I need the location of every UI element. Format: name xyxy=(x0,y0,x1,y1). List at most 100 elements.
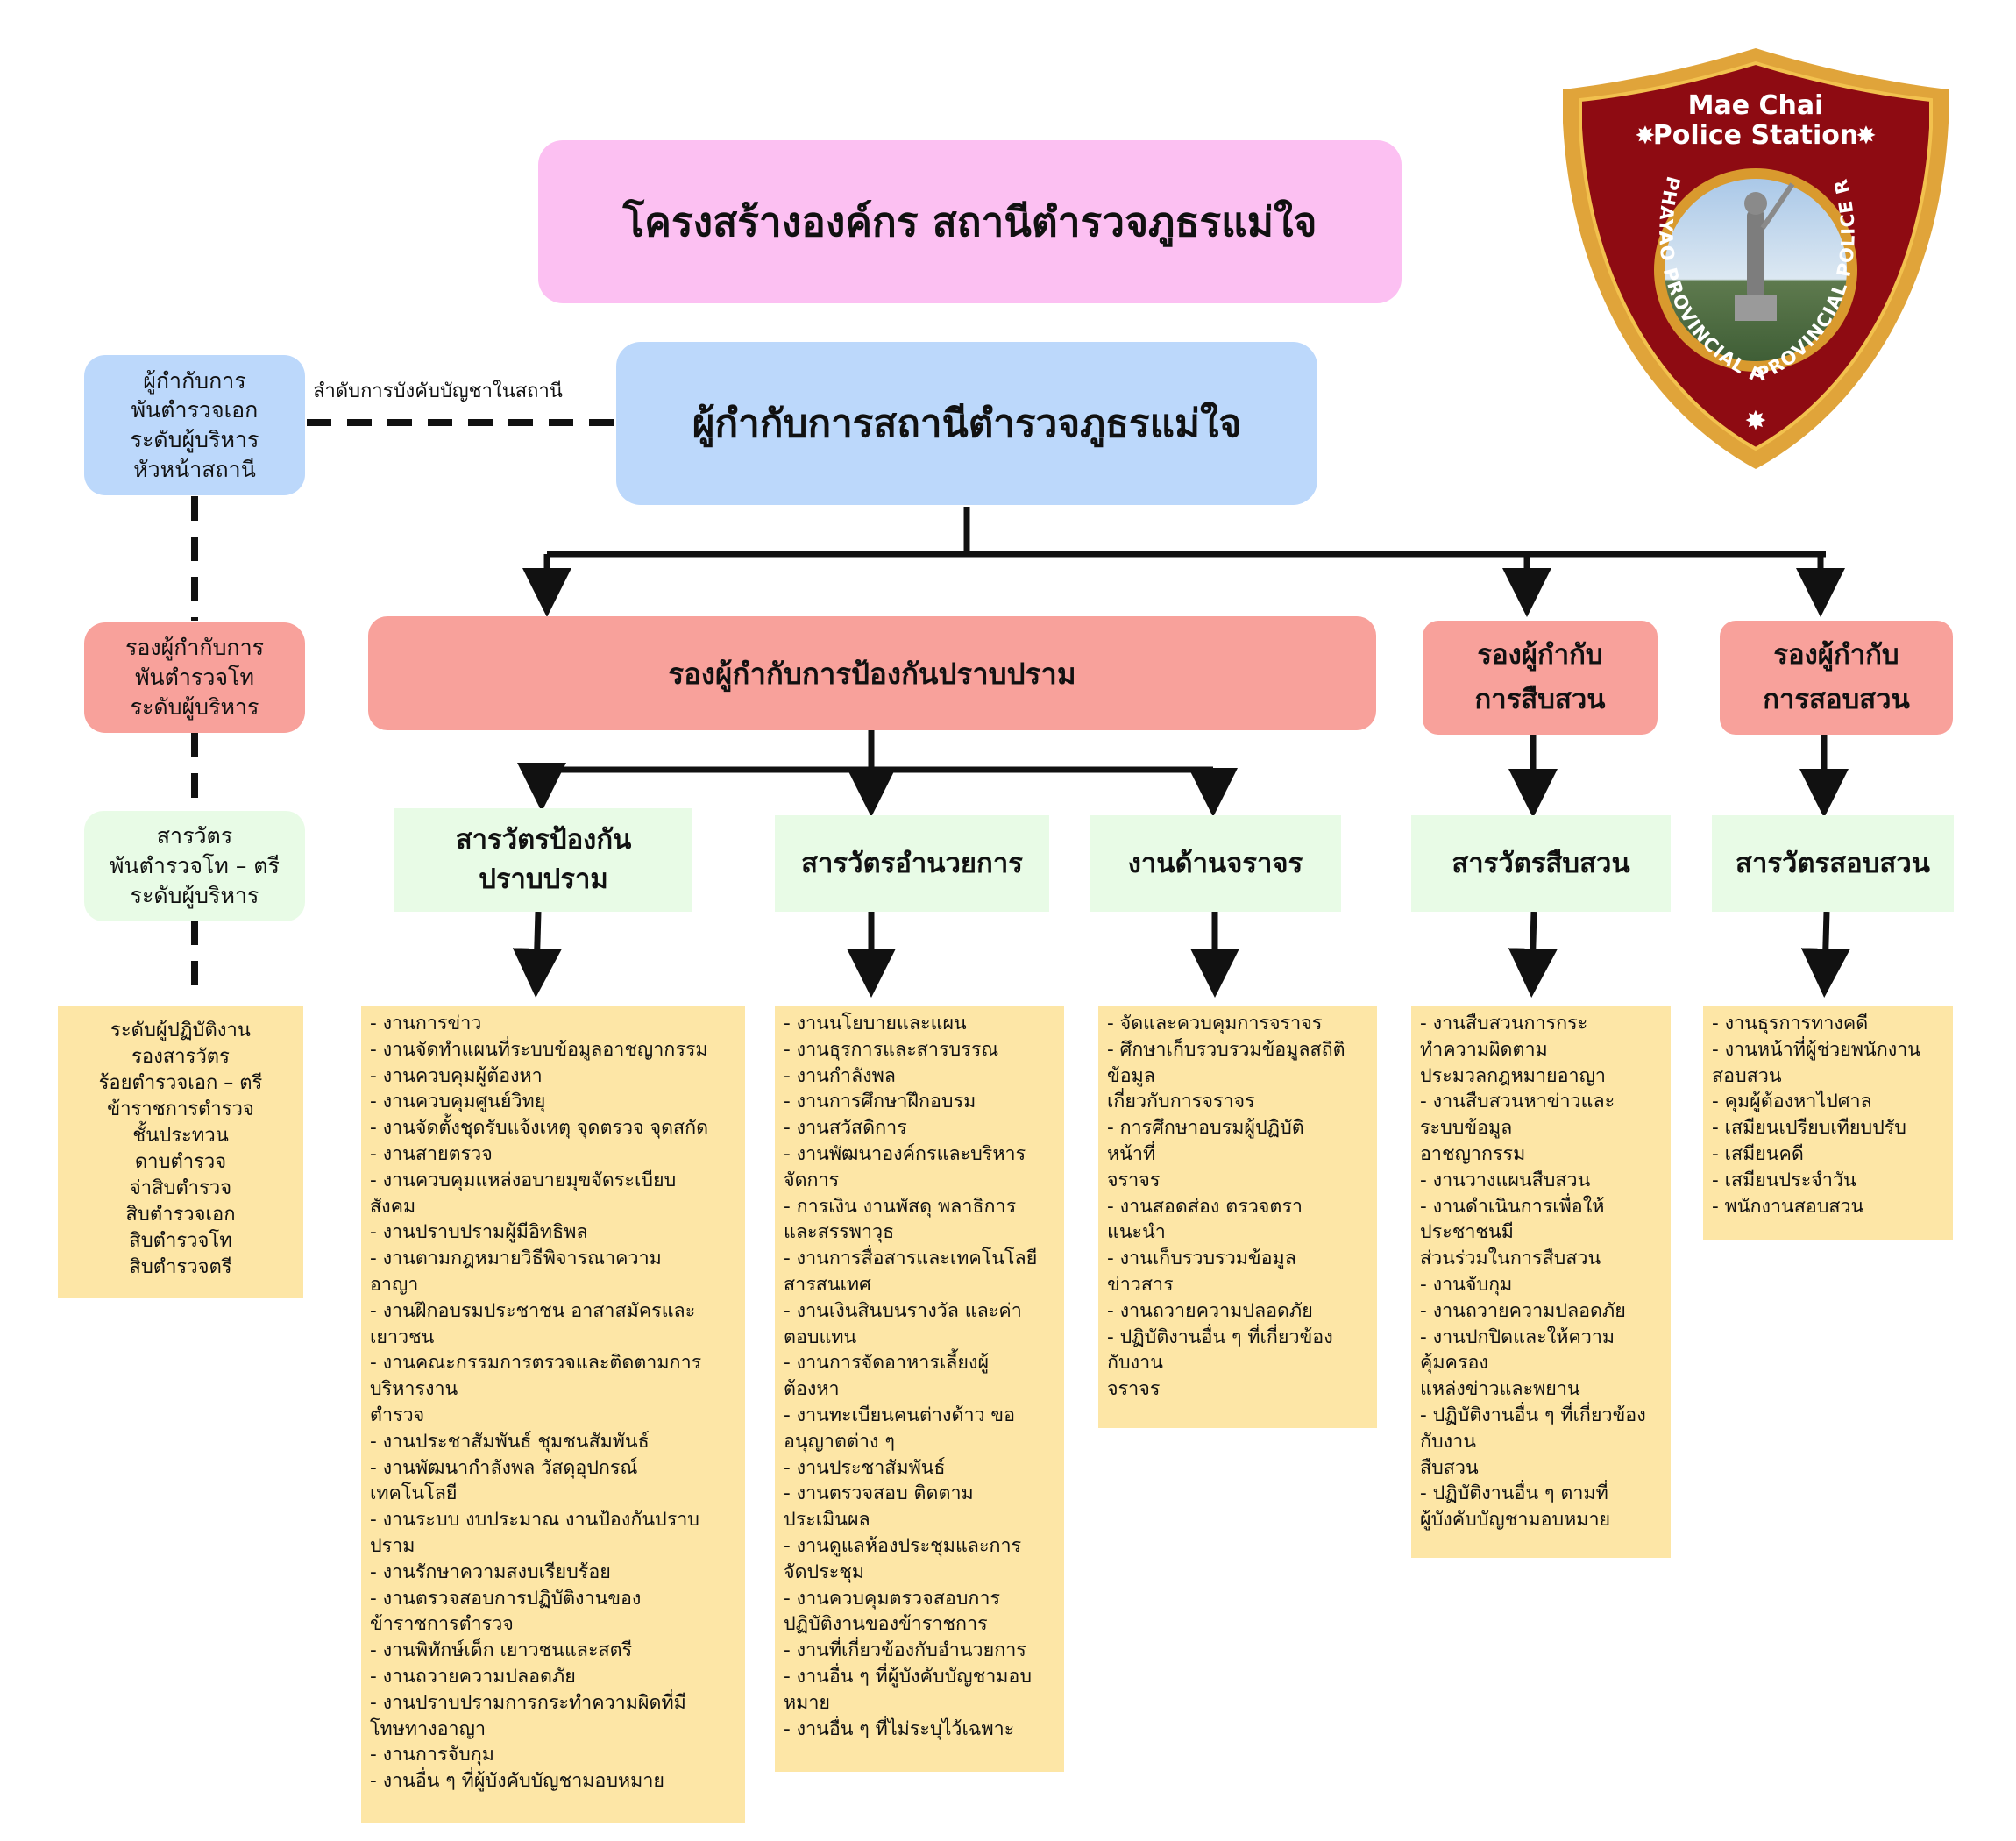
duty-item: สืบสวน xyxy=(1420,1456,1479,1479)
duty-item: - งานสอดส่อง ตรวจตรา xyxy=(1107,1195,1303,1218)
side-level1-line: ระดับผู้บริหาร xyxy=(130,427,259,452)
duty-item: - งานสืบสวนการกระ xyxy=(1420,1013,1588,1034)
duty-item: ประเมินผล xyxy=(784,1509,870,1532)
inspector-prevention-box: สารวัตรป้องกัน ปราบปราม xyxy=(394,808,692,912)
duty-item: อาชญากรรม xyxy=(1420,1142,1526,1165)
arrow-to-investigation-duties xyxy=(1508,911,1558,998)
duty-item: - งานหน้าที่ผู้ช่วยพนักงาน xyxy=(1712,1038,1920,1061)
inspector-investigation-box: สารวัตรสืบสวน xyxy=(1411,815,1671,912)
duty-item: ข้อมูล xyxy=(1107,1064,1155,1087)
duty-item: - งานอื่น ๆ ที่ผู้บังคับบัญชามอบ xyxy=(784,1665,1032,1688)
side-level1-line: หัวหน้าสถานี xyxy=(133,456,256,482)
duty-item: - งานจัดตั้งชุดรับแจ้งเหตุ จุดตรวจ จุดสก… xyxy=(370,1117,709,1140)
duty-item: - งานประชาสัมพันธ์ ชุมชนสัมพันธ์ xyxy=(370,1430,650,1453)
duty-item: - การศึกษาอบรมผู้ปฏิบัติ xyxy=(1107,1117,1304,1140)
duty-item: อาญา xyxy=(370,1273,419,1296)
duty-item: ประชาชนมี xyxy=(1420,1221,1514,1244)
duties-traffic: - จัดและควบคุมการจราจร - ศึกษาเก็บรวบรวมข… xyxy=(1098,1006,1377,1428)
duty-item: - งานการสื่อสารและเทคโนโลยี xyxy=(784,1247,1038,1270)
duty-item: - งานกำลังพล xyxy=(784,1064,896,1087)
side-level4-line: ร้อยตำรวจเอก – ตรี xyxy=(98,1072,263,1094)
duty-item: - งานระบบ งบประมาณ งานป้องกันปราบ xyxy=(370,1509,699,1532)
duty-item: แหล่งข่าวและพยาน xyxy=(1420,1378,1580,1401)
page-title: โครงสร้างองค์กร สถานีตำรวจภูธรแม่ใจ xyxy=(538,140,1402,303)
duty-item: คุ้มครอง xyxy=(1420,1352,1488,1375)
duty-item: บริหารงาน xyxy=(370,1378,458,1401)
deputy-prevention-box: รองผู้กำกับการป้องกันปราบปราม xyxy=(368,616,1376,730)
duty-item: เกี่ยวกับการจราจร xyxy=(1107,1091,1255,1113)
duty-item: - งานถวายความปลอดภัย xyxy=(1107,1299,1313,1322)
duty-item: - งานพัฒนากำลังพล วัสดุอุปกรณ์ xyxy=(370,1456,638,1479)
duty-item: ปราม xyxy=(370,1534,415,1557)
duty-item: จัดประชุม xyxy=(784,1560,865,1583)
duty-item: - จัดและควบคุมการจราจร xyxy=(1107,1013,1323,1034)
duty-item: - งานนโยบายและแผน xyxy=(784,1013,967,1034)
traffic-box: งานด้านจราจร xyxy=(1090,815,1341,912)
duty-item: - พนักงานสอบสวน xyxy=(1712,1195,1864,1218)
duty-item: - งานปราบปรามผู้มีอิทธิพล xyxy=(370,1221,588,1244)
duty-item: - เสมียนประจำวัน xyxy=(1712,1169,1856,1191)
duty-item: - งานตรวจสอบการปฏิบัติงานของ xyxy=(370,1587,642,1610)
star-icon: ✸ xyxy=(1744,406,1766,437)
duty-item: - งานตรวจสอบ ติดตาม xyxy=(784,1482,974,1505)
side-level3-line: ระดับผู้บริหาร xyxy=(130,882,259,908)
duty-item: - ปฏิบัติงานอื่น ๆ ตามที่ xyxy=(1420,1482,1608,1505)
duty-item: - การเงิน งานพัสดุ พลาธิการ xyxy=(784,1195,1017,1218)
duties-admin: - งานนโยบายและแผน - งานธุรการและสารบรรณ - … xyxy=(775,1006,1064,1772)
duty-item: ข่าวสาร xyxy=(1107,1273,1174,1296)
duty-item: จราจร xyxy=(1107,1378,1161,1401)
duty-item: - ศึกษาเก็บรวบรวมข้อมูลสถิติ xyxy=(1107,1038,1345,1061)
duty-item: - งานควบคุมตรวจสอบการ xyxy=(784,1587,1001,1610)
duty-item: ต้องหา xyxy=(784,1378,840,1401)
duty-item: ข้าราชการตำรวจ xyxy=(370,1613,514,1636)
duty-item: กับงาน xyxy=(1107,1352,1163,1375)
duty-item: - งานเก็บรวบรวมข้อมูล xyxy=(1107,1247,1296,1270)
side-level-operational: ระดับผู้ปฏิบัติงาน รองสารวัตร ร้อยตำรวจเ… xyxy=(58,1006,303,1298)
duty-item: และสรรพาวุธ xyxy=(784,1221,895,1244)
duty-item: - งานสืบสวนหาข่าวและ xyxy=(1420,1091,1615,1113)
duty-item: - งานตามกฎหมายวิธีพิจารณาความ xyxy=(370,1247,662,1270)
side-level4-line: สิบตำรวจโท xyxy=(129,1230,232,1252)
duty-item: - งานสายตรวจ xyxy=(370,1142,493,1165)
duty-item: - งานธุรการและสารบรรณ xyxy=(784,1038,999,1061)
side-level3-line: พันตำรวจโท – ตรี xyxy=(110,853,280,879)
duty-item: - งานคณะกรรมการตรวจและติดตามการ xyxy=(370,1352,702,1375)
duty-item: แนะนำ xyxy=(1107,1221,1166,1244)
inspector-admin-box: สารวัตรอำนวยการ xyxy=(775,815,1049,912)
duties-prevention: - งานการข่าว- งานจัดทำแผนที่ระบบข้อมูลอา… xyxy=(361,1006,745,1823)
station-badge: Mae Chai Police Station ✸ ✸ ✸ PHAYAO PRO… xyxy=(1563,44,1949,469)
star-icon: ✸ xyxy=(1635,121,1655,150)
side-level4-line: รองสารวัตร xyxy=(131,1046,230,1068)
deputy-investigation-box: รองผู้กำกับ การสืบสวน xyxy=(1423,621,1658,735)
duty-item: - งานพิทักษ์เด็ก เยาวชนและสตรี xyxy=(370,1639,633,1662)
inspector-prevention-line: สารวัตรป้องกัน xyxy=(455,824,632,857)
star-icon: ✸ xyxy=(1856,121,1876,150)
duty-item: - งานทะเบียนคนต่างด้าว ขอ xyxy=(784,1404,1016,1426)
duty-item: อนุญาตต่าง ๆ xyxy=(784,1430,895,1453)
badge-title-line1: Mae Chai xyxy=(1688,90,1824,121)
side-level-deputy: รองผู้กำกับการ พันตำรวจโท ระดับผู้บริหาร xyxy=(84,622,305,733)
duty-item: - งานควบคุมศูนย์วิทยุ xyxy=(370,1091,546,1113)
duty-item: ประมวลกฎหมายอาญา xyxy=(1420,1064,1607,1087)
side-level4-line: ระดับผู้ปฏิบัติงาน xyxy=(110,1020,251,1041)
side-level4-line: จ่าสิบตำรวจ xyxy=(129,1177,232,1199)
duty-item: - งานดูแลห้องประชุมและการ xyxy=(784,1534,1022,1557)
duty-item: ทำความผิดตาม xyxy=(1420,1038,1548,1061)
duty-item: - คุมผู้ต้องหาไปศาล xyxy=(1712,1091,1872,1113)
duty-item: จัดการ xyxy=(784,1169,840,1191)
duty-item: เยาวชน xyxy=(370,1326,435,1348)
duty-item: ตำรวจ xyxy=(370,1404,425,1426)
duty-item: - เสมียนคดี xyxy=(1712,1142,1804,1165)
duty-item: - งานธุรการทางคดี xyxy=(1712,1013,1869,1034)
side-level4-line: ดาบตำรวจ xyxy=(134,1151,227,1173)
deputy-inquiry-line: การสอบสวน xyxy=(1763,684,1910,715)
duty-item: - งานรักษาความสงบเรียบร้อย xyxy=(370,1560,611,1583)
duty-item: ระบบข้อมูล xyxy=(1420,1117,1513,1140)
duty-item: - งานควบคุมแหล่งอบายมุขจัดระเบียบ xyxy=(370,1169,677,1191)
statue-icon xyxy=(1735,182,1795,321)
duty-item: - งานถวายความปลอดภัย xyxy=(1420,1299,1626,1322)
duty-item: ส่วนร่วมในการสืบสวน xyxy=(1420,1247,1601,1270)
duty-item: - งานสวัสดิการ xyxy=(784,1117,907,1140)
duty-item: ผู้บังคับบัญชามอบหมาย xyxy=(1420,1509,1611,1532)
